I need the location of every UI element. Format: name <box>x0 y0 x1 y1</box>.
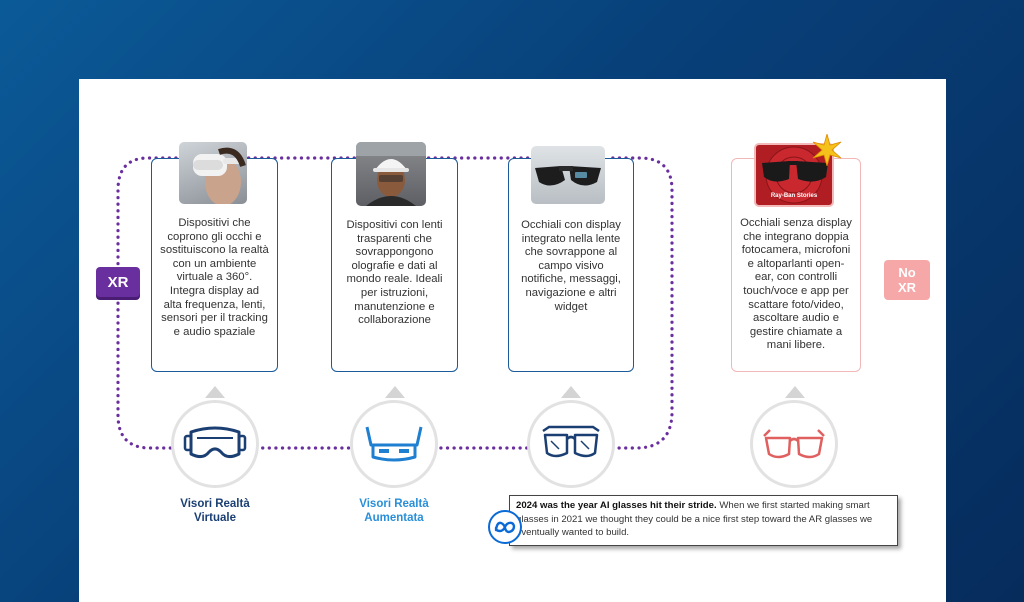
ar-headset-icon <box>365 426 423 462</box>
pointer-display <box>561 386 581 398</box>
pointer-ar <box>385 386 405 398</box>
meta-quote-box: 2024 was the year AI glasses hit their s… <box>509 495 898 546</box>
quote-bold: 2024 was the year AI glasses hit their s… <box>516 500 717 511</box>
card-no-display-text: Occhiali senza display che integrano dop… <box>740 217 852 352</box>
label-ar: Visori Realtà Aumentata <box>359 498 429 524</box>
ray-ban-caption: Ray-Ban Stories <box>770 193 818 199</box>
display-glasses-photo <box>531 146 605 204</box>
pointer-vr <box>205 386 225 398</box>
display-glasses-icon <box>542 425 600 458</box>
ar-worker-photo <box>356 142 426 206</box>
quote-text: When we first started making smart glass… <box>516 500 873 538</box>
vr-headset-photo <box>179 142 247 204</box>
pointer-no-display <box>785 386 805 398</box>
card-vr-text: Dispositivi che coprono gli occhi e sost… <box>160 217 269 338</box>
sparkle-icon <box>812 134 842 166</box>
vr-headset-icon <box>183 426 247 459</box>
no-xr-tag: No XR <box>884 260 930 300</box>
label-vr: Visori Realtà Virtuale <box>180 498 250 524</box>
card-display-glasses: Occhiali con display integrato nella len… <box>508 158 634 372</box>
card-display-glasses-text: Occhiali con display integrato nella len… <box>521 219 621 313</box>
glasses-icon-circle <box>750 400 838 488</box>
card-ar-text: Dispositivi con lenti trasparenti che so… <box>346 219 443 327</box>
meta-logo-icon <box>488 510 522 544</box>
vr-icon-circle <box>171 400 259 488</box>
glasses-icon <box>763 429 825 459</box>
xr-tag: XR <box>96 267 140 297</box>
ar-icon-circle <box>350 400 438 488</box>
display-glasses-icon-circle <box>527 400 615 488</box>
